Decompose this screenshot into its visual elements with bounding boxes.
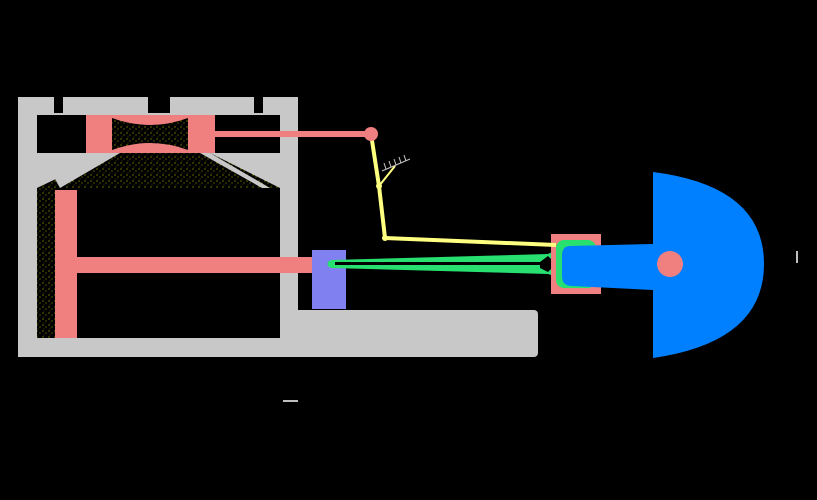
valve-rod [215, 131, 371, 137]
crank-pin [657, 251, 683, 277]
piston-rod [77, 257, 327, 273]
port-notch-left [54, 97, 63, 113]
crank-wheel [562, 172, 764, 358]
crosshead [312, 250, 346, 309]
left-steam-passage [37, 188, 55, 338]
slide-valve [86, 115, 215, 153]
piston [55, 190, 77, 338]
connecting-rod [331, 248, 560, 278]
frame-bed [280, 310, 538, 357]
piston-head [55, 190, 77, 338]
steam-passages [37, 153, 280, 338]
port-notch-right [254, 97, 263, 113]
port-notch-center [148, 97, 170, 113]
eccentric-linkage [369, 133, 557, 247]
linkage-pivot-ground [381, 154, 411, 172]
valve-rod-pivot [364, 127, 378, 141]
